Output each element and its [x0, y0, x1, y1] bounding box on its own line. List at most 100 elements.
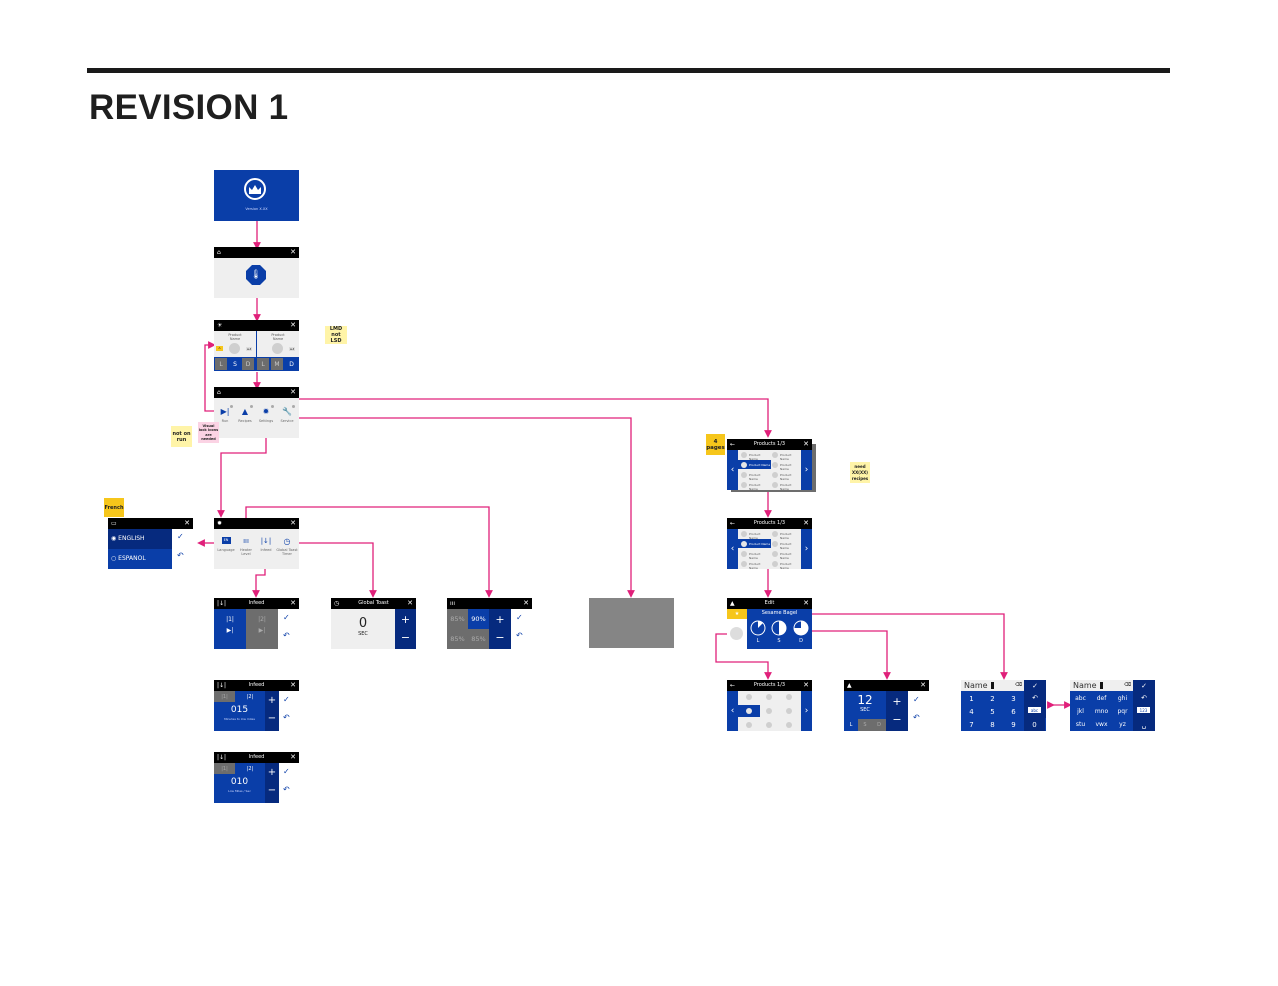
key-7[interactable]: 7 — [969, 720, 974, 729]
clear-icon[interactable]: ⌫ — [1124, 682, 1132, 688]
settings-item-infeed[interactable]: |↓| Infeed — [256, 537, 276, 559]
product-item[interactable]: Product Name — [769, 450, 800, 461]
level-dark-button[interactable]: D — [872, 719, 886, 731]
increment-button[interactable]: + — [267, 766, 277, 778]
close-icon[interactable]: ✕ — [803, 519, 809, 527]
recipe-name[interactable]: Sesame Bagel — [761, 610, 798, 616]
clear-icon[interactable]: ⌫ — [1015, 682, 1023, 688]
lane2-tab[interactable]: |2| — [246, 693, 254, 700]
product-item[interactable]: Product Name — [738, 529, 769, 540]
key-def[interactable]: def — [1096, 695, 1107, 702]
close-icon[interactable]: ✕ — [290, 248, 296, 256]
back-button[interactable]: ↶ — [177, 551, 184, 560]
key-ghi[interactable]: ghi — [1117, 695, 1128, 702]
name-input[interactable]: Name ⌫ — [961, 680, 1024, 691]
heater-cell[interactable]: 85% — [450, 635, 465, 643]
product-dot[interactable] — [746, 722, 752, 728]
lane1-dark-button[interactable]: D — [242, 358, 254, 370]
key-6[interactable]: 6 — [1011, 707, 1016, 716]
prev-page-button[interactable]: ‹ — [727, 691, 738, 731]
product-item[interactable]: Product Name — [769, 539, 800, 550]
confirm-button[interactable]: ✓ — [1032, 681, 1038, 690]
product-dot[interactable] — [766, 722, 772, 728]
prev-page-button[interactable]: ‹ — [727, 529, 738, 569]
confirm-button[interactable]: ✓ — [177, 532, 184, 541]
key-pqr[interactable]: pqr — [1117, 708, 1128, 715]
decrement-button[interactable]: − — [267, 712, 277, 724]
key-1[interactable]: 1 — [969, 694, 974, 703]
back-button[interactable]: ↶ — [913, 713, 920, 722]
decrement-button[interactable]: − — [267, 784, 277, 796]
product-dot[interactable] — [786, 708, 792, 714]
close-icon[interactable]: ✕ — [290, 599, 296, 607]
confirm-button[interactable]: ✓ — [913, 695, 920, 704]
home-icon[interactable]: ⌂ — [217, 249, 221, 256]
lane2-light-button[interactable]: L — [257, 358, 269, 370]
menu-item-settings[interactable]: ✹ Settings — [257, 405, 275, 427]
increment-button[interactable]: + — [400, 612, 411, 626]
product-item[interactable]: Product Name — [769, 559, 800, 569]
back-arrow-icon[interactable]: ← — [730, 441, 736, 448]
key-2[interactable]: 2 — [990, 694, 995, 703]
key-vwx[interactable]: vwx — [1095, 721, 1108, 728]
confirm-button[interactable]: ✓ — [283, 767, 290, 776]
product-item[interactable]: Product Name — [769, 480, 800, 490]
favorite-star-icon[interactable]: ★ — [727, 609, 747, 619]
back-button[interactable]: ↶ — [283, 713, 290, 722]
product-image-placeholder[interactable] — [730, 627, 743, 640]
close-icon[interactable]: ✕ — [920, 681, 926, 689]
lane1-tab[interactable]: |1| ▶| — [214, 609, 246, 649]
product-item[interactable]: Product Name — [769, 470, 800, 481]
product-dot[interactable] — [786, 722, 792, 728]
decrement-button[interactable]: − — [892, 712, 902, 726]
settings-item-global-toast-timer[interactable]: ◷ Global Toast Timer — [276, 537, 298, 559]
increment-button[interactable]: + — [267, 694, 277, 706]
product-item[interactable]: Product Name — [769, 460, 800, 471]
close-icon[interactable]: ✕ — [184, 519, 190, 527]
home-icon[interactable]: ⌂ — [217, 389, 221, 396]
key-0[interactable]: 0 — [1024, 718, 1045, 731]
product-item-selected[interactable]: Product Name — [738, 539, 771, 548]
confirm-button[interactable]: ✓ — [1141, 681, 1147, 690]
numeric-toggle-button[interactable]: 123 — [1137, 707, 1150, 713]
increment-button[interactable]: + — [495, 612, 505, 626]
menu-item-run[interactable]: ▶| Run — [216, 405, 234, 427]
level-light-button[interactable]: L — [849, 722, 853, 728]
key-abc[interactable]: abc — [1075, 695, 1086, 702]
product-dot-selected[interactable] — [746, 708, 752, 714]
level-medium-button[interactable]: S — [858, 719, 872, 731]
close-icon[interactable]: ✕ — [523, 599, 529, 607]
confirm-button[interactable]: ✓ — [516, 613, 523, 622]
lane2-tab[interactable]: |2| ▶| — [246, 609, 278, 649]
lane1-tab[interactable]: |1| — [214, 691, 235, 702]
heater-cell[interactable]: 85% — [450, 615, 465, 623]
product-item[interactable]: Product Name — [738, 480, 769, 490]
key-5[interactable]: 5 — [990, 707, 995, 716]
heater-cell[interactable]: 85% — [471, 635, 486, 643]
close-icon[interactable]: ✕ — [290, 321, 296, 329]
abc-toggle-button[interactable]: abc — [1028, 707, 1041, 713]
decrement-button[interactable]: − — [400, 630, 411, 644]
back-button[interactable]: ↶ — [1141, 694, 1147, 702]
lane2-tab[interactable]: |2| — [246, 765, 254, 772]
space-button[interactable]: ␣ — [1141, 721, 1147, 729]
product-dot[interactable] — [786, 694, 792, 700]
name-input[interactable]: Name ⌫ — [1070, 680, 1133, 691]
key-3[interactable]: 3 — [1011, 694, 1016, 703]
product-item[interactable]: Product Name — [738, 450, 769, 461]
prev-page-button[interactable]: ‹ — [727, 450, 738, 490]
settings-item-language[interactable]: EN Language — [216, 537, 236, 559]
heater-cell-selected[interactable]: 90% — [468, 609, 489, 629]
product-dot[interactable] — [746, 694, 752, 700]
close-icon[interactable]: ✕ — [803, 599, 809, 607]
back-button[interactable]: ↶ — [283, 785, 290, 794]
menu-item-recipes[interactable]: ▲ Recipes — [236, 405, 254, 427]
key-stu[interactable]: stu — [1075, 721, 1086, 728]
product-dot[interactable] — [766, 694, 772, 700]
product-item[interactable]: Product Name — [738, 549, 769, 560]
product-dot[interactable] — [766, 708, 772, 714]
product-item[interactable]: Product Name — [738, 470, 769, 481]
lane1-tab[interactable]: |1| — [214, 763, 235, 774]
confirm-button[interactable]: ✓ — [283, 695, 290, 704]
back-button[interactable]: ↶ — [283, 631, 290, 640]
